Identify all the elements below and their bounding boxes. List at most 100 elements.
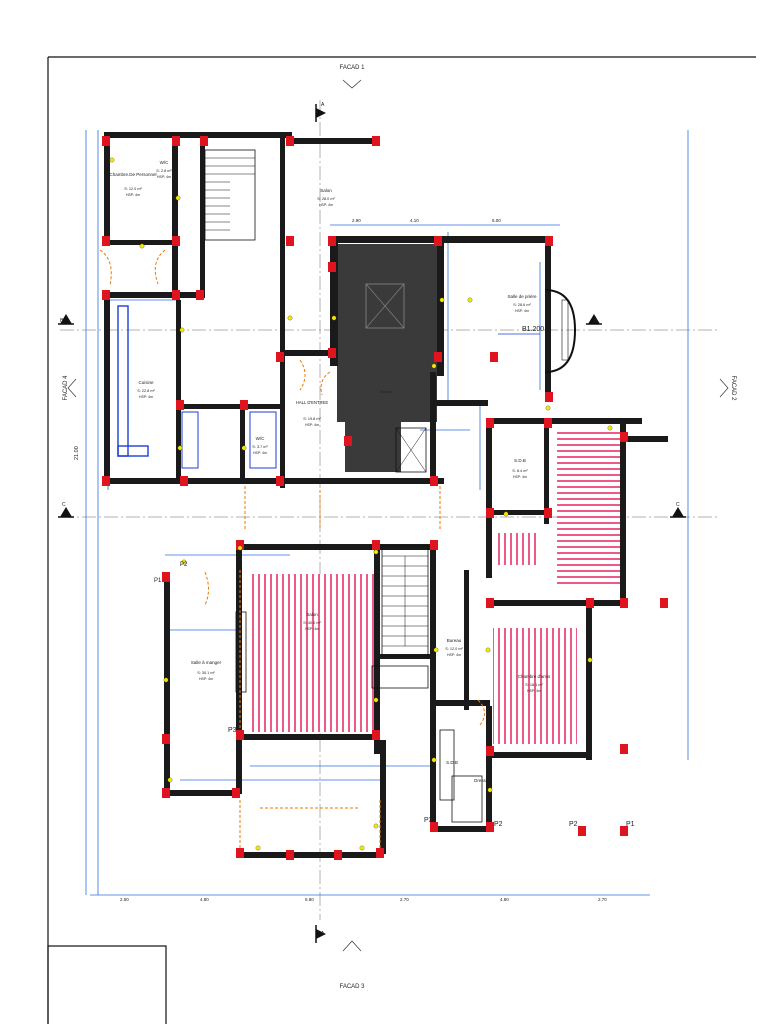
svg-text:Salle à manger: Salle à manger (191, 660, 222, 665)
room-salle-priere: Salle de prière S: 28.6 m² HSP: 4m (507, 294, 537, 313)
svg-text:S: 30.1 m²: S: 30.1 m² (197, 671, 215, 675)
section-c-left: C (62, 502, 66, 508)
dimension-bottom-2: 4.80 (200, 897, 209, 902)
dimension-bottom-1: 2.50 (120, 897, 129, 902)
room-wc-1: W/C S: 2.8 m² HSP: 4m (156, 160, 172, 179)
svg-text:Salon: Salon (320, 188, 332, 193)
terrace-floor-hatch (557, 432, 623, 588)
column-tag-p1-b: P1 (154, 578, 162, 584)
column-tag-p3: P3 (424, 817, 433, 824)
svg-text:S: 3.7 m²: S: 3.7 m² (252, 445, 268, 449)
svg-text:S: 19.8 m²: S: 19.8 m² (303, 417, 321, 421)
svg-text:Chambre.De Personnel: Chambre.De Personnel (109, 172, 156, 177)
svg-text:HSP: 4m: HSP: 4m (305, 423, 319, 427)
svg-text:HSP: 4m: HSP: 4m (253, 451, 267, 455)
facade-top-label: FACAD 1 (339, 65, 365, 71)
facade-top-arrow (342, 79, 362, 89)
svg-text:HSP: 4m: HSP: 4m (126, 193, 140, 197)
stairs (204, 149, 429, 657)
svg-text:S.D.B: S.D.B (514, 458, 526, 463)
room-sdb-1: S.D.B S: 8.4 m² HSP: 4m (512, 458, 528, 479)
facade-left-arrow (67, 378, 77, 398)
svg-text:Dress: Dress (474, 778, 487, 783)
svg-text:HSP: 4m: HSP: 4m (139, 395, 153, 399)
column-tag-p3-b: P3 (228, 727, 237, 734)
room-cuisine: Cuisine S: 22.8 m² HSP: 4m (137, 380, 155, 399)
section-a-bottom: A (321, 931, 325, 937)
corridor-floor-hatch (494, 533, 536, 565)
chambre-floor-hatch (493, 628, 577, 744)
svg-text:Salon: Salon (306, 612, 318, 617)
svg-text:S: 12.0 m²: S: 12.0 m² (445, 647, 463, 651)
room-sdb-2: S.D.B (446, 760, 458, 765)
section-a-top: A (321, 102, 325, 108)
facade-right-label: FACAD 2 (730, 375, 736, 401)
svg-text:HSP: 4m: HSP: 4m (527, 689, 541, 693)
column-tags: P1 P2 P2 P3 P3 P2 P1 (154, 562, 635, 828)
svg-text:S: 18.1 m²: S: 18.1 m² (525, 683, 543, 687)
dimension-lines: 21.00 2.50 4.80 6.80 2.70 4.80 2.70 2.90… (74, 130, 689, 902)
room-hall-entree: HALL D'ENTREE S: 19.8 m² HSP: 4m (296, 400, 328, 427)
svg-text:HSP: 4m: HSP: 4m (305, 627, 319, 631)
room-chambre-amis: Chambre d'amis S: 18.1 m² HSP: 4m (518, 674, 551, 693)
dimension-top-1: 2.90 (352, 218, 361, 223)
pool: Bassin (337, 244, 437, 472)
column-tag-p1: P1 (626, 821, 635, 828)
level-text: B1.200 (522, 326, 544, 333)
svg-text:HALL D'ENTREE: HALL D'ENTREE (296, 400, 328, 405)
dimension-left-total: 21.00 (74, 446, 80, 460)
svg-text:S: 12.0 m²: S: 12.0 m² (124, 187, 142, 191)
dimension-top-2: 4.10 (410, 218, 419, 223)
dimension-top-3: 6.00 (492, 218, 501, 223)
pool-label: Bassin (380, 389, 392, 394)
svg-text:Cuisine: Cuisine (138, 380, 154, 385)
room-dress: Dress (474, 778, 487, 783)
fixtures (117, 289, 577, 823)
openings (99, 249, 485, 850)
room-salon-main: Salon S: 40.0 m² HSP: 4m (303, 612, 321, 631)
svg-text:HSP: 4m: HSP: 4m (447, 653, 461, 657)
svg-text:HSP: 4m: HSP: 4m (199, 677, 213, 681)
room-salle-manger: Salle à manger S: 30.1 m² HSP: 4m (191, 660, 222, 681)
dimension-bottom-6: 2.70 (598, 897, 607, 902)
room-wc-2: W/C S: 3.7 m² HSP: 4m (252, 436, 268, 455)
facade-left-label: FACAD 4 (63, 375, 69, 401)
section-b-right: B (594, 318, 598, 324)
section-b-left: B (60, 318, 64, 324)
sheet-frame (47, 56, 756, 1024)
svg-text:S: 22.8 m²: S: 22.8 m² (137, 389, 155, 393)
svg-text:S.D.B: S.D.B (446, 760, 458, 765)
svg-text:HSP: 4m: HSP: 4m (513, 475, 527, 479)
dimension-bottom-3: 6.80 (305, 897, 314, 902)
svg-text:S: 40.0 m²: S: 40.0 m² (303, 621, 321, 625)
markers (109, 157, 613, 851)
svg-text:HSP: 4m: HSP: 4m (157, 175, 171, 179)
svg-text:S: 28.0 m²: S: 28.0 m² (317, 197, 335, 201)
svg-text:Salle de prière: Salle de prière (507, 294, 537, 299)
svg-text:HSP: 4m: HSP: 4m (515, 309, 529, 313)
svg-text:S: 2.8 m²: S: 2.8 m² (156, 169, 172, 173)
room-chambre-personnel: Chambre.De Personnel S: 12.0 m² HSP: 4m (109, 172, 156, 197)
column-tag-p2-c: P2 (180, 562, 188, 568)
facade-labels: FACAD 1 FACAD 3 FACAD 4 FACAD 2 (63, 65, 736, 990)
svg-text:W/C: W/C (256, 436, 265, 441)
svg-text:S: 28.6 m²: S: 28.6 m² (513, 303, 531, 307)
title-block (47, 945, 167, 1024)
column-tag-p2-b: P2 (494, 821, 503, 828)
svg-text:S: 8.4 m²: S: 8.4 m² (512, 469, 528, 473)
room-bureau: Bureau S: 12.0 m² HSP: 4m (445, 638, 463, 657)
facade-bottom-arrow (342, 940, 362, 952)
facade-right-arrow (719, 378, 729, 398)
svg-text:Bureau: Bureau (447, 638, 462, 643)
dimension-bottom-4: 2.70 (400, 897, 409, 902)
room-labels: Chambre.De Personnel S: 12.0 m² HSP: 4m … (109, 160, 551, 783)
column-tag-p2: P2 (569, 821, 578, 828)
hatched-areas (250, 432, 623, 744)
svg-text:Chambre d'amis: Chambre d'amis (518, 674, 551, 679)
columns (102, 136, 668, 860)
svg-text:HSP: 4m: HSP: 4m (319, 203, 333, 207)
section-c-right: C (676, 502, 680, 508)
facade-bottom-label: FACAD 3 (339, 984, 365, 990)
room-salon-top: Salon S: 28.0 m² HSP: 4m (317, 188, 335, 207)
